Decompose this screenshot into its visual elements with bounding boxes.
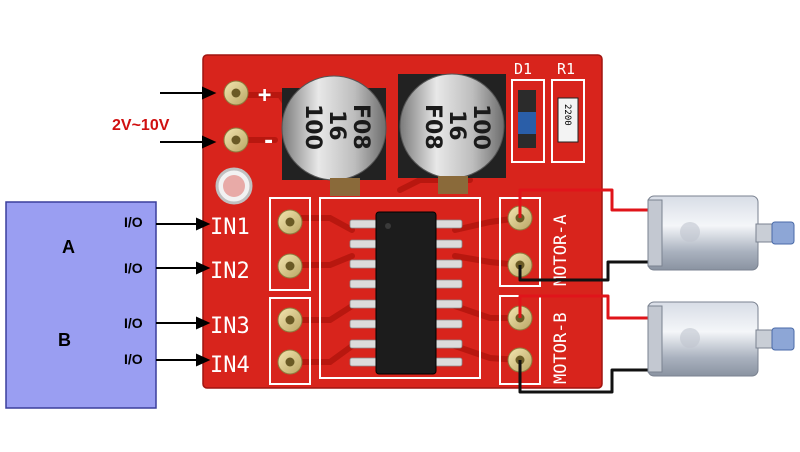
resistor-code: 2200	[562, 104, 572, 126]
input-label-in4: IN4	[210, 353, 250, 378]
d1-label: D1	[514, 60, 532, 78]
capacitor-1-line-2: 16	[324, 110, 349, 141]
motor-a	[648, 196, 794, 270]
motor-b	[648, 302, 794, 376]
plus-terminal-label: +	[258, 83, 271, 108]
controller-label-b: B	[58, 330, 71, 350]
voltage-label: 2V~10V	[112, 117, 170, 134]
minus-terminal-label: -	[262, 129, 275, 154]
io-label-2: I/O	[124, 260, 143, 276]
io-arrows	[156, 219, 208, 365]
capacitor-1-line-1: 100	[300, 104, 325, 150]
controller-box	[6, 202, 156, 408]
r1-label: R1	[557, 60, 575, 78]
controller-label-a: A	[62, 237, 75, 257]
io-label-3: I/O	[124, 315, 143, 331]
capacitor-2-line-3: F08	[420, 104, 445, 150]
input-label-in2: IN2	[210, 259, 250, 284]
capacitor-2-line-2: 16	[444, 110, 469, 141]
ic-chip	[376, 212, 436, 374]
motor-b-label: MOTOR-B	[551, 312, 571, 384]
input-label-in1: IN1	[210, 215, 250, 240]
motor-a-label: MOTOR-A	[551, 214, 571, 286]
capacitor-2-line-1: 100	[468, 104, 493, 150]
input-label-in3: IN3	[210, 314, 250, 339]
io-label-4: I/O	[124, 351, 143, 367]
io-label-1: I/O	[124, 214, 143, 230]
capacitor-1-line-3: F08	[348, 104, 373, 150]
